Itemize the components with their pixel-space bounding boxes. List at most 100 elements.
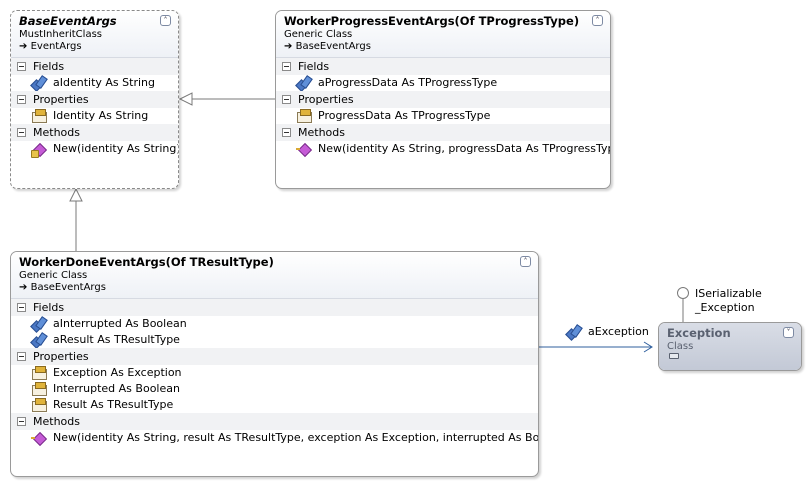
class-exception[interactable]: Exception Class ˅ xyxy=(658,322,802,371)
property-icon xyxy=(31,366,47,380)
field-icon xyxy=(566,325,582,339)
expand-chevron-icon[interactable]: ˅ xyxy=(783,327,794,338)
member-method[interactable]: New(identity As String) xyxy=(11,141,179,158)
section-title: Properties xyxy=(33,350,89,363)
constructor-icon xyxy=(31,142,47,158)
inherit-arrow-icon: ➔ xyxy=(284,41,293,52)
collapse-chevron-icon[interactable]: ˄ xyxy=(520,256,531,267)
method-icon xyxy=(31,431,47,445)
member-text: aProgressData As TProgressType xyxy=(318,76,498,89)
member-text: ProgressData As TProgressType xyxy=(318,109,491,122)
collapse-minus-icon[interactable] xyxy=(17,128,26,137)
member-text: Identity As String xyxy=(53,109,149,122)
member-text: Interrupted As Boolean xyxy=(53,382,180,395)
class-header: BaseEventArgs MustInheritClass ➔ EventAr… xyxy=(11,11,178,58)
section-title: Methods xyxy=(33,126,80,139)
class-stereotype: MustInheritClass xyxy=(19,29,102,40)
section-properties[interactable]: Properties xyxy=(11,91,178,108)
class-header: Exception Class ˅ xyxy=(659,323,801,370)
member-text: aInterrupted As Boolean xyxy=(53,317,187,330)
member-property[interactable]: Exception As Exception xyxy=(11,365,538,381)
class-stereotype: Generic Class xyxy=(19,270,88,281)
member-field[interactable]: aProgressData As TProgressType xyxy=(276,75,610,91)
section-title: Methods xyxy=(298,126,345,139)
interface-label-iserializable: ISerializable xyxy=(695,287,762,300)
collapse-minus-icon[interactable] xyxy=(17,417,26,426)
inherit-arrow-icon: ➔ xyxy=(19,41,28,52)
class-worker-progress-event-args[interactable]: WorkerProgressEventArgs(Of TProgressType… xyxy=(275,10,611,189)
base-class-name: BaseEventArgs xyxy=(295,41,371,52)
member-property[interactable]: Result As TResultType xyxy=(11,397,538,413)
member-field[interactable]: aResult As TResultType xyxy=(11,332,538,348)
member-property[interactable]: Interrupted As Boolean xyxy=(11,381,538,397)
section-methods[interactable]: Methods xyxy=(11,124,178,141)
collapse-minus-icon[interactable] xyxy=(282,62,291,71)
property-icon xyxy=(31,382,47,396)
class-base: ➔ BaseEventArgs xyxy=(19,282,530,294)
class-worker-done-event-args[interactable]: WorkerDoneEventArgs(Of TResultType) Gene… xyxy=(10,251,539,477)
interface-label-exception: _Exception xyxy=(695,301,755,314)
section-title: Fields xyxy=(298,60,330,73)
collapse-chevron-icon[interactable]: ˄ xyxy=(160,15,171,26)
base-class-name: EventArgs xyxy=(30,41,82,52)
member-method[interactable]: New(identity As String, result As TResul… xyxy=(11,430,538,446)
class-base-event-args[interactable]: BaseEventArgs MustInheritClass ➔ EventAr… xyxy=(10,10,179,189)
member-text: New(identity As String, result As TResul… xyxy=(53,431,539,444)
member-field[interactable]: aIdentity As String xyxy=(11,75,178,91)
section-properties[interactable]: Properties xyxy=(276,91,610,108)
field-icon xyxy=(31,333,47,347)
class-base: ➔ EventArgs xyxy=(19,41,170,53)
collapse-minus-icon[interactable] xyxy=(17,303,26,312)
class-base: ➔ BaseEventArgs xyxy=(284,41,602,53)
section-title: Properties xyxy=(33,93,89,106)
inherit-arrow-icon: ➔ xyxy=(19,282,28,293)
class-stereotype: Class xyxy=(667,341,694,352)
section-properties[interactable]: Properties xyxy=(11,348,538,365)
section-title: Fields xyxy=(33,301,65,314)
member-method[interactable]: New(identity As String, progressData As … xyxy=(276,141,610,157)
class-header: WorkerProgressEventArgs(Of TProgressType… xyxy=(276,11,610,58)
section-title: Methods xyxy=(33,415,80,428)
association-arrowhead xyxy=(643,341,653,353)
collapse-minus-icon[interactable] xyxy=(17,352,26,361)
class-name: WorkerDoneEventArgs(Of TResultType) xyxy=(19,255,274,269)
section-fields[interactable]: Fields xyxy=(11,58,178,75)
member-text: aIdentity As String xyxy=(53,76,155,89)
section-fields[interactable]: Fields xyxy=(276,58,610,75)
lollipop-circle xyxy=(677,287,689,299)
collapsed-members-icon xyxy=(669,353,679,359)
section-methods[interactable]: Methods xyxy=(11,413,538,430)
class-stereotype: Generic Class xyxy=(284,29,353,40)
property-icon xyxy=(31,398,47,412)
collapse-minus-icon[interactable] xyxy=(17,62,26,71)
member-property[interactable]: ProgressData As TProgressType xyxy=(276,108,610,124)
base-class-name: BaseEventArgs xyxy=(30,282,106,293)
member-text: New(identity As String, progressData As … xyxy=(318,142,611,155)
class-name: WorkerProgressEventArgs(Of TProgressType… xyxy=(284,14,580,28)
collapse-minus-icon[interactable] xyxy=(282,95,291,104)
section-title: Fields xyxy=(33,60,65,73)
section-fields[interactable]: Fields xyxy=(11,299,538,316)
field-icon xyxy=(31,317,47,331)
member-field[interactable]: aInterrupted As Boolean xyxy=(11,316,538,332)
member-text: aResult As TResultType xyxy=(53,333,180,346)
property-icon xyxy=(296,109,312,123)
inheritance-arrowhead-progress xyxy=(178,92,193,106)
inheritance-arrowhead-done xyxy=(69,187,83,202)
collapse-minus-icon[interactable] xyxy=(17,95,26,104)
association-label[interactable]: aException xyxy=(566,324,649,340)
collapse-minus-icon[interactable] xyxy=(282,128,291,137)
member-text: New(identity As String) xyxy=(53,142,179,155)
field-icon xyxy=(31,76,47,90)
association-name: aException xyxy=(588,325,649,338)
member-property[interactable]: Identity As String xyxy=(11,108,178,124)
member-text: Exception As Exception xyxy=(53,366,182,379)
class-name: Exception xyxy=(667,326,731,340)
section-methods[interactable]: Methods xyxy=(276,124,610,141)
collapse-chevron-icon[interactable]: ˄ xyxy=(592,15,603,26)
field-icon xyxy=(296,76,312,90)
member-text: Result As TResultType xyxy=(53,398,174,411)
class-header: WorkerDoneEventArgs(Of TResultType) Gene… xyxy=(11,252,538,299)
property-icon xyxy=(31,109,47,123)
